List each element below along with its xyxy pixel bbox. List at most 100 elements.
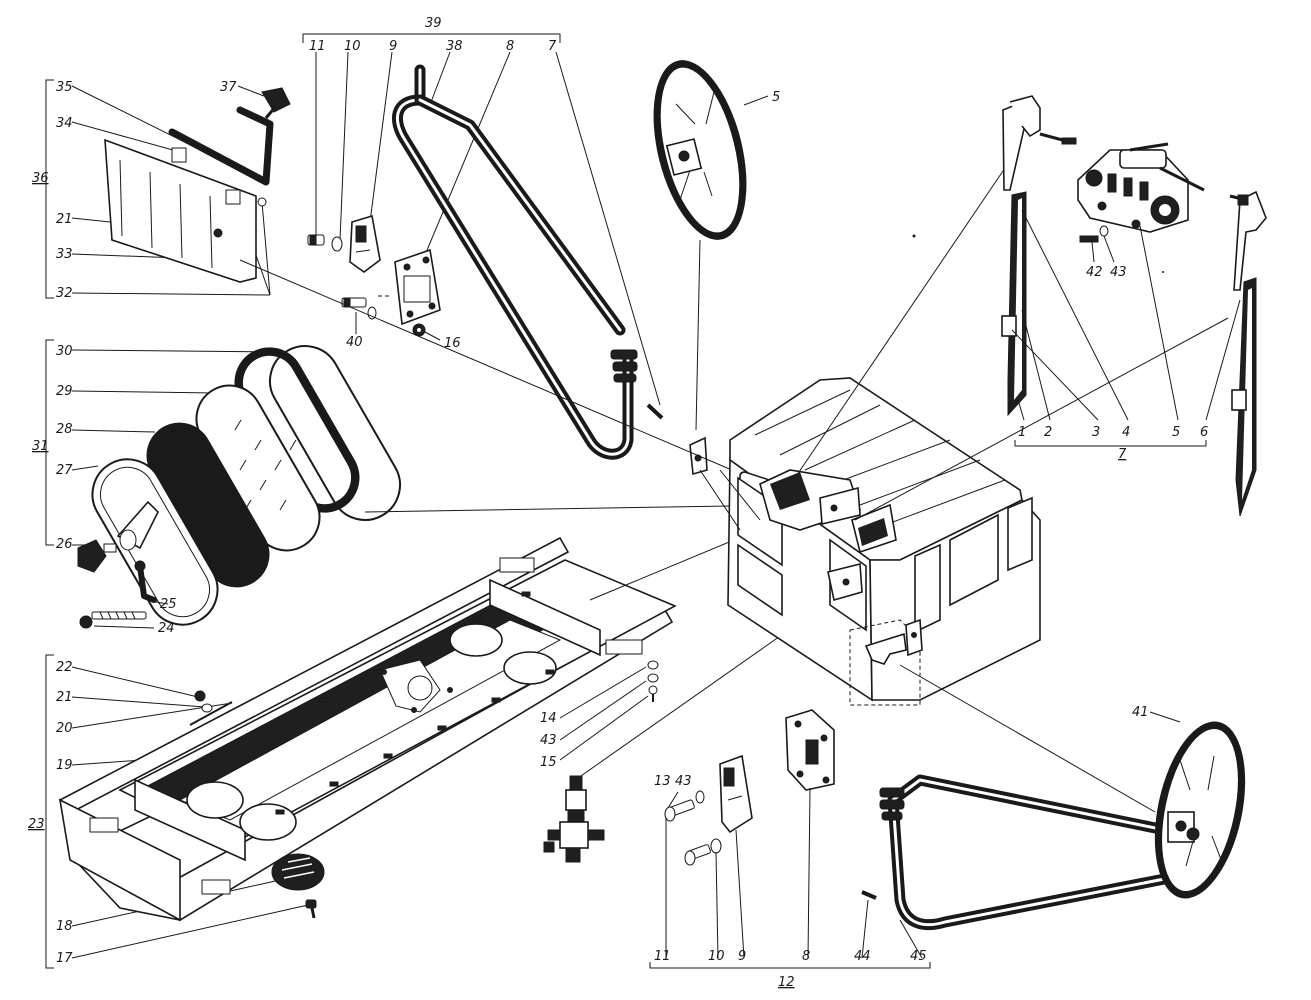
label-9-bottom: 9 xyxy=(738,949,746,964)
washer-14 xyxy=(647,660,659,670)
gasket-28 xyxy=(146,422,270,588)
label-27: 27 xyxy=(56,463,73,478)
label-20: 20 xyxy=(56,721,73,736)
label-36: 36 xyxy=(32,171,49,186)
group-39-bracket xyxy=(302,33,661,406)
wiper-arm-1 xyxy=(1002,95,1077,191)
screw-32 xyxy=(257,197,267,207)
bolt-42 xyxy=(1079,225,1109,243)
label-38: 38 xyxy=(446,39,463,54)
label-41: 41 xyxy=(1132,705,1149,720)
label-14: 14 xyxy=(540,711,557,726)
label-43-right: 43 xyxy=(1110,265,1127,280)
label-39: 39 xyxy=(425,16,442,31)
label-13: 13 xyxy=(654,774,671,789)
label-25: 25 xyxy=(160,597,177,612)
label-21-top: 21 xyxy=(56,212,73,227)
washer-10-top xyxy=(331,236,343,252)
label-26: 26 xyxy=(56,537,73,552)
bracket-9-top xyxy=(349,214,381,273)
label-44: 44 xyxy=(854,949,871,964)
label-21-bottom: 21 xyxy=(56,690,73,705)
label-37: 37 xyxy=(220,80,237,95)
label-18: 18 xyxy=(56,919,73,934)
bolt-15 xyxy=(648,685,658,702)
wiper-blade-6 xyxy=(1231,277,1257,517)
label-15: 15 xyxy=(540,755,557,770)
wiper-motor-5 xyxy=(1077,142,1205,233)
label-1: 1 xyxy=(1018,425,1026,440)
label-29: 29 xyxy=(56,384,73,399)
wiper-arm-6 xyxy=(1229,190,1267,291)
frame-19 xyxy=(58,536,677,922)
mirror-arm-38 xyxy=(392,64,638,460)
nut-16 xyxy=(412,323,426,337)
clip-34-left xyxy=(171,147,187,163)
screw-17 xyxy=(305,899,317,919)
nut-22 xyxy=(194,690,206,702)
label-10-bottom: 10 xyxy=(708,949,725,964)
label-16: 16 xyxy=(444,336,461,351)
label-5-top: 5 xyxy=(772,90,780,105)
label-4: 4 xyxy=(1122,425,1130,440)
wiper-blade-2 xyxy=(1001,191,1027,417)
bracket-9-bottom xyxy=(719,754,753,834)
label-7-group: 7 xyxy=(1118,447,1127,462)
label-30: 30 xyxy=(56,344,73,359)
lamp-stem-25 xyxy=(134,560,157,603)
label-43-bottom: 43 xyxy=(675,774,692,789)
label-45: 45 xyxy=(910,949,927,964)
label-31: 31 xyxy=(32,439,49,454)
clip-34-right xyxy=(225,189,241,205)
label-19: 19 xyxy=(56,758,73,773)
mirror-5-top xyxy=(653,60,747,431)
label-33: 33 xyxy=(56,247,73,262)
mirror-arm-45 xyxy=(879,774,1206,931)
hinge-plate-8-bottom xyxy=(785,709,835,791)
washer-10-bottom xyxy=(710,838,722,854)
lamp-bracket-35 xyxy=(168,106,274,186)
mirror-41 xyxy=(1154,721,1246,899)
label-34: 34 xyxy=(56,116,73,131)
label-28: 28 xyxy=(56,422,73,437)
knob-26 xyxy=(77,539,117,573)
housing-27 xyxy=(91,458,219,626)
label-40: 40 xyxy=(346,335,363,350)
label-17: 17 xyxy=(56,951,73,966)
label-22: 22 xyxy=(56,660,73,675)
label-8-bottom: 8 xyxy=(802,949,810,964)
label-5-right: 5 xyxy=(1172,425,1180,440)
pin-7 xyxy=(646,403,664,420)
bolt-40 xyxy=(341,297,377,320)
group-31-bracket xyxy=(45,339,281,546)
label-23: 23 xyxy=(28,817,45,832)
label-3: 3 xyxy=(1092,425,1100,440)
bolt-24 xyxy=(79,611,147,629)
label-43-mid: 43 xyxy=(540,733,557,748)
label-12: 12 xyxy=(778,975,795,990)
cover-18 xyxy=(271,853,325,891)
bolt-13 xyxy=(664,799,695,822)
label-2: 2 xyxy=(1044,425,1052,440)
label-7-top: 7 xyxy=(548,39,557,54)
label-6: 6 xyxy=(1200,425,1208,440)
bolt-11-top xyxy=(307,234,325,246)
license-plate-33 xyxy=(104,138,257,283)
tee-fitting xyxy=(543,775,605,863)
label-11-top: 11 xyxy=(309,39,326,54)
label-11-bottom: 11 xyxy=(654,949,671,964)
label-9-top: 9 xyxy=(389,39,397,54)
washer-43-bottom xyxy=(695,790,705,804)
label-10-top: 10 xyxy=(344,39,361,54)
label-42: 42 xyxy=(1086,265,1103,280)
hinge-plate-8-top xyxy=(394,248,441,326)
cab xyxy=(727,377,1041,706)
washer-21 xyxy=(201,703,213,713)
knob-37 xyxy=(261,87,291,119)
bolt-11-bottom xyxy=(684,844,711,866)
label-35: 35 xyxy=(56,80,73,95)
label-8-top: 8 xyxy=(506,39,514,54)
washer-43-mid xyxy=(647,673,659,683)
pin-44 xyxy=(861,890,877,900)
